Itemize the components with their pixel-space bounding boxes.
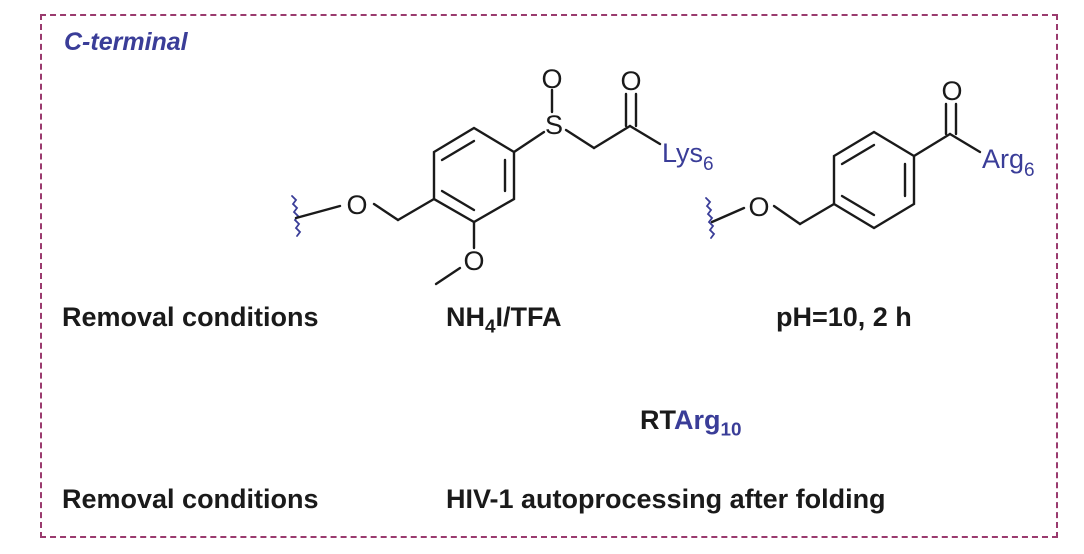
rtarg-sub: 10	[720, 419, 742, 441]
atom-o-methoxy: O	[463, 246, 484, 276]
bond-ring-c-2	[912, 132, 952, 158]
rtarg-peptide: Arg	[674, 405, 721, 435]
atom-o-sulfoxide: O	[541, 64, 562, 94]
reagent-suffix: I/TFA	[495, 302, 562, 332]
reagent-nh4i-tfa: NH4I/TFA	[446, 302, 562, 337]
bond-ch2-c	[592, 124, 632, 150]
bond-o-ch2	[372, 202, 400, 222]
bond-s-ch2	[564, 128, 596, 150]
reagent-prefix: NH	[446, 302, 485, 332]
ring1-inner-a	[440, 139, 476, 162]
rtarg10-label: RTArg10	[640, 405, 742, 440]
condition-ph10: pH=10, 2 h	[776, 302, 912, 332]
bond-wavy-o	[294, 204, 342, 220]
peptide-arg-sub: 6	[1024, 160, 1035, 181]
ring2-inner-a	[840, 143, 876, 166]
bond-c-lys	[628, 124, 662, 146]
peptide-lys-name: Lys	[662, 138, 703, 168]
wavy-bond-2	[705, 197, 716, 239]
bond-ring-s	[512, 130, 546, 154]
bond-o-ch2-2	[772, 204, 802, 226]
atom-o-carbonyl-2: O	[941, 76, 962, 106]
removal-conditions-label-1: Removal conditions	[62, 302, 319, 332]
atom-o-ether-2: O	[748, 192, 769, 222]
atom-o-carbonyl-1: O	[620, 66, 641, 96]
benzene-ring-2	[832, 130, 916, 230]
peptide-lys6: Lys6	[662, 138, 714, 175]
wavy-bond-1	[291, 195, 302, 237]
reagent-sub: 4	[485, 316, 496, 338]
bond-o-methyl	[434, 266, 462, 286]
ring2-inner-c	[840, 194, 876, 217]
bond-ch2-ring-2	[798, 202, 836, 226]
bond-c-arg	[948, 132, 982, 154]
peptide-arg-name: Arg	[982, 144, 1024, 174]
dashed-frame	[40, 14, 1058, 538]
section-heading: C-terminal	[64, 28, 188, 56]
condition-hiv-autoprocessing: HIV-1 autoprocessing after folding	[446, 484, 886, 514]
peptide-arg6: Arg6	[982, 144, 1035, 181]
bond-wavy-o-2	[710, 206, 746, 224]
rt-prefix: RT	[640, 405, 674, 435]
removal-conditions-label-2: Removal conditions	[62, 484, 319, 514]
atom-s: S	[545, 110, 563, 140]
atom-o-ether-1: O	[346, 190, 367, 220]
bond-ch2-ring	[396, 197, 436, 222]
peptide-lys-sub: 6	[703, 154, 714, 175]
ring1-inner-c	[440, 189, 476, 212]
